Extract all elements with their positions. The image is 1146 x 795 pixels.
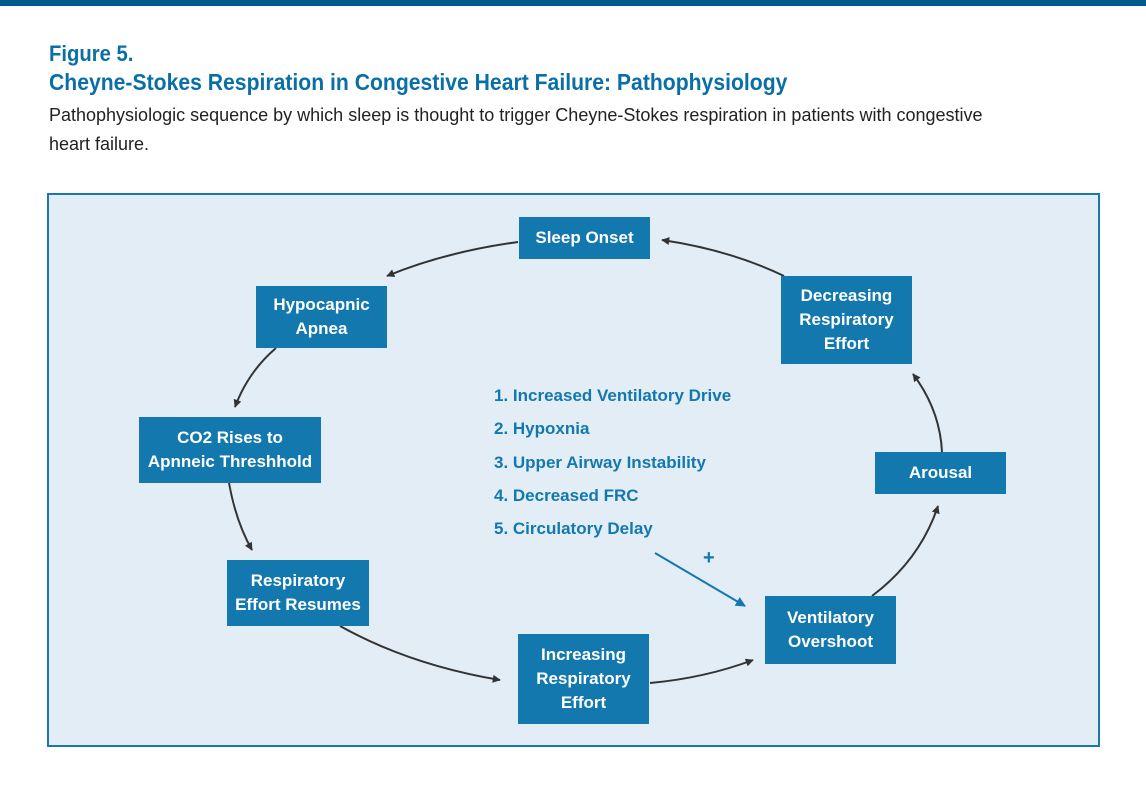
arrow-apnea-to-co2 (233, 347, 277, 408)
figure-caption: Pathophysiologic sequence by which sleep… (49, 105, 983, 154)
node-respiratory-effort-resumes: Respiratory Effort Resumes (227, 560, 369, 626)
node-co2-rises: CO2 Rises to Apnneic Threshhold (139, 417, 321, 483)
arrow-arousal-to-decreasing (912, 373, 943, 453)
contributing-factors-list: 1. Increased Ventilatory Drive 2. Hypoxn… (494, 382, 731, 548)
node-sleep-onset: Sleep Onset (519, 217, 650, 259)
arrow-resumes-to-increasing (339, 625, 501, 683)
node-arousal: Arousal (875, 452, 1006, 494)
figure-title: Cheyne-Stokes Respiration in Congestive … (49, 69, 788, 95)
factor-item: 1. Increased Ventilatory Drive (494, 386, 732, 405)
arrow-increasing-to-overshoot (649, 658, 754, 684)
arrow-overshoot-to-arousal (871, 505, 940, 597)
arrow-decreasing-to-sleep (661, 237, 785, 277)
figure-label: Figure 5. (49, 41, 134, 66)
node-increasing-respiratory-effort: Increasing Respiratory Effort (518, 634, 649, 724)
positive-effect-sign: + (703, 547, 715, 569)
node-hypocapnic-apnea: Hypocapnic Apnea (256, 286, 387, 348)
node-decreasing-respiratory-effort: Decreasing Respiratory Effort (781, 276, 912, 364)
top-rule (0, 0, 1146, 6)
factor-item: 4. Decreased FRC (494, 485, 639, 505)
arrow-co2-to-resumes (228, 482, 253, 551)
node-ventilatory-overshoot: Ventilatory Overshoot (765, 596, 896, 664)
arrow-factors-to-overshoot (654, 552, 746, 607)
factor-item: 5. Circulatory Delay (494, 519, 653, 539)
factor-item: 3. Upper Airway Instability (494, 452, 706, 472)
factor-item: 2. Hypoxnia (494, 419, 590, 439)
arrow-sleep-to-apnea (386, 241, 519, 277)
